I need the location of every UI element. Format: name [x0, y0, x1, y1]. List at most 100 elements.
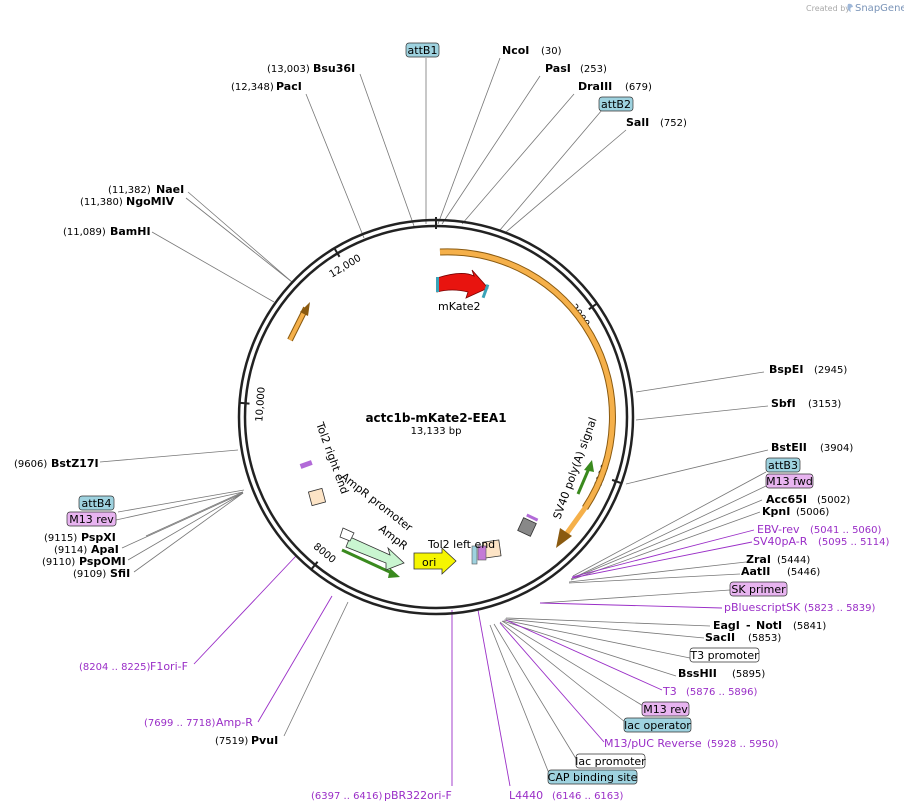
enzyme-ncoi-name: NcoI	[502, 44, 529, 57]
leader-m13rev	[501, 620, 651, 711]
primer-line-ampr	[257, 595, 333, 723]
enzyme-sbfi-name: SbfI	[771, 397, 796, 410]
sv40-polya-box	[517, 517, 537, 537]
enzyme-kpni-pos: (5006)	[796, 507, 829, 518]
enzyme-pasi-name: PasI	[545, 62, 571, 75]
svg-text:M13 rev: M13 rev	[643, 703, 688, 716]
tol2-right-marks	[299, 460, 313, 469]
snapgene-brand-text: SnapGene	[855, 3, 904, 14]
scale-tick	[588, 303, 597, 311]
svg-text:attB3: attB3	[768, 459, 798, 472]
boxed-label-cap-binding-site: CAP binding site	[548, 769, 638, 785]
leader-attb2	[499, 109, 603, 231]
leader-draiii	[461, 93, 575, 225]
primer-m13puc-pos: (5928 .. 5950)	[707, 739, 779, 750]
leader-sfii	[133, 492, 244, 573]
green-arrowhead-bottom	[388, 568, 400, 578]
orange-features	[287, 248, 616, 548]
enzyme-bamhi-name: BamHI	[110, 225, 151, 238]
tol2-left-attb	[471, 545, 478, 565]
primer-f1ori-name: F1ori-F	[150, 660, 188, 673]
enzyme-labels-right: NcoI (30) PasI (253) DraIII (679) SalI (…	[502, 44, 853, 680]
feature-label-tol2-left: Tol2 left end	[427, 538, 495, 551]
enzyme-sfii-name: SfiI	[110, 567, 130, 580]
feature-glyphs	[299, 269, 539, 575]
leader-paci	[305, 93, 365, 239]
enzyme-apai-name: ApaI	[91, 543, 119, 556]
boxed-label-attb3: attB3	[765, 457, 801, 473]
enzyme-sfii-pos: (9109)	[73, 569, 106, 580]
enzyme-ngomiv-pos: (11,380)	[80, 197, 123, 208]
branding: Created by SnapGene	[806, 3, 904, 14]
leader-eagi	[505, 617, 711, 627]
orange-arc-right	[439, 249, 615, 510]
enzyme-sbfi-pos: (3153)	[808, 399, 841, 410]
leader-bspei	[635, 371, 765, 393]
enzyme-bstz17i-pos: (9606)	[14, 459, 47, 470]
enzyme-ngomiv-name: NgoMIV	[126, 195, 175, 208]
leader-skprimer	[539, 589, 731, 604]
boxed-label-attb1: attB1	[405, 42, 440, 58]
primer-labels: EBV-rev (5041 .. 5060) SV40pA-R (5095 ..…	[79, 523, 890, 802]
ori-arrow	[413, 547, 457, 575]
leader-bamhi	[151, 231, 275, 303]
feature-label-tol2-right: Tol2 right end	[313, 420, 351, 496]
scale-tick	[334, 248, 341, 258]
boxed-label-skprimer: SK primer	[729, 581, 788, 597]
leader-bsteii	[625, 449, 769, 485]
leader-t3promoter	[503, 619, 691, 659]
primer-ebvrev-pos: (5041 .. 5060)	[810, 525, 882, 536]
enzyme-bsteii-name: BstEII	[771, 441, 807, 454]
enzyme-draiii-pos: (679)	[625, 82, 652, 93]
enzyme-kpni-name: KpnI	[762, 505, 790, 518]
svg-text:attB1: attB1	[408, 44, 438, 57]
primer-sv40par-pos: (5095 .. 5114)	[818, 537, 890, 548]
orange-arrowhead-left	[300, 302, 310, 316]
leader-pasi	[441, 75, 541, 225]
enzyme-zrai-name: ZraI	[746, 553, 771, 566]
primer-line-t3	[505, 619, 663, 691]
enzyme-pspxi-name: PspXI	[81, 531, 116, 544]
enzyme-paci-name: PacI	[276, 80, 302, 93]
boxed-label-attb2: attB2	[598, 96, 634, 112]
green-arrow-bottom	[341, 548, 395, 576]
svg-text:CAP binding site: CAP binding site	[548, 771, 638, 784]
enzyme-draiii-name: DraIII	[578, 80, 612, 93]
orange-arrowhead-right	[556, 528, 572, 548]
enzyme-sacii-pos: (5853)	[748, 633, 781, 644]
primer-ampr-name: Amp-R	[216, 716, 253, 729]
scale-tick-label: 10,000	[254, 387, 267, 423]
primer-f1ori-pos: (8204 .. 8225)	[79, 662, 151, 673]
plasmid-title: actc1b-mKate2-EEA1	[365, 411, 506, 425]
enzyme-pspxi-pos: (9115)	[44, 533, 77, 544]
enzyme-pvui-name: PvuI	[251, 734, 278, 747]
leader-apai	[121, 492, 244, 549]
primer-line-sv40par	[571, 541, 753, 579]
boxed-label-t3promoter: T3 promoter	[689, 647, 760, 663]
enzyme-sali-name: SalI	[626, 116, 649, 129]
enzyme-pspomi-name: PspOMI	[79, 555, 126, 568]
svg-text:T3 promoter: T3 promoter	[689, 649, 759, 662]
enzyme-sali-pos: (752)	[660, 118, 687, 129]
leader-sacii	[504, 618, 705, 639]
enzyme-bsshii-pos: (5895)	[732, 669, 765, 680]
boxed-label-lac-operator: lac operator	[623, 717, 692, 733]
feature-label-ampr-promoter: AmpR promoter	[338, 470, 415, 534]
tol2-right-box	[307, 487, 327, 507]
leader-attb4	[117, 489, 245, 513]
primer-line-f1ori	[193, 555, 297, 665]
green-arrows	[341, 460, 594, 578]
enzyme-labels-left: (13,003) Bsu36I (12,348) PacI (11,382) N…	[14, 62, 355, 747]
green-arrowhead-right	[584, 460, 594, 472]
leader-ngomiv	[185, 197, 293, 283]
primer-pbr322-name: pBR322ori-F	[384, 789, 452, 802]
scale-tick-label: 8000	[311, 541, 338, 566]
enzyme-naei-pos: (11,382)	[108, 185, 151, 196]
enzyme-bsu36i-pos: (13,003)	[267, 64, 310, 75]
enzyme-pasi-pos: (253)	[580, 64, 607, 75]
leader-naei	[187, 191, 293, 283]
scale-tick	[611, 478, 621, 484]
primer-pbluescript-pos: (5823 .. 5839)	[804, 603, 876, 614]
leader-m13rev-left	[115, 491, 244, 521]
